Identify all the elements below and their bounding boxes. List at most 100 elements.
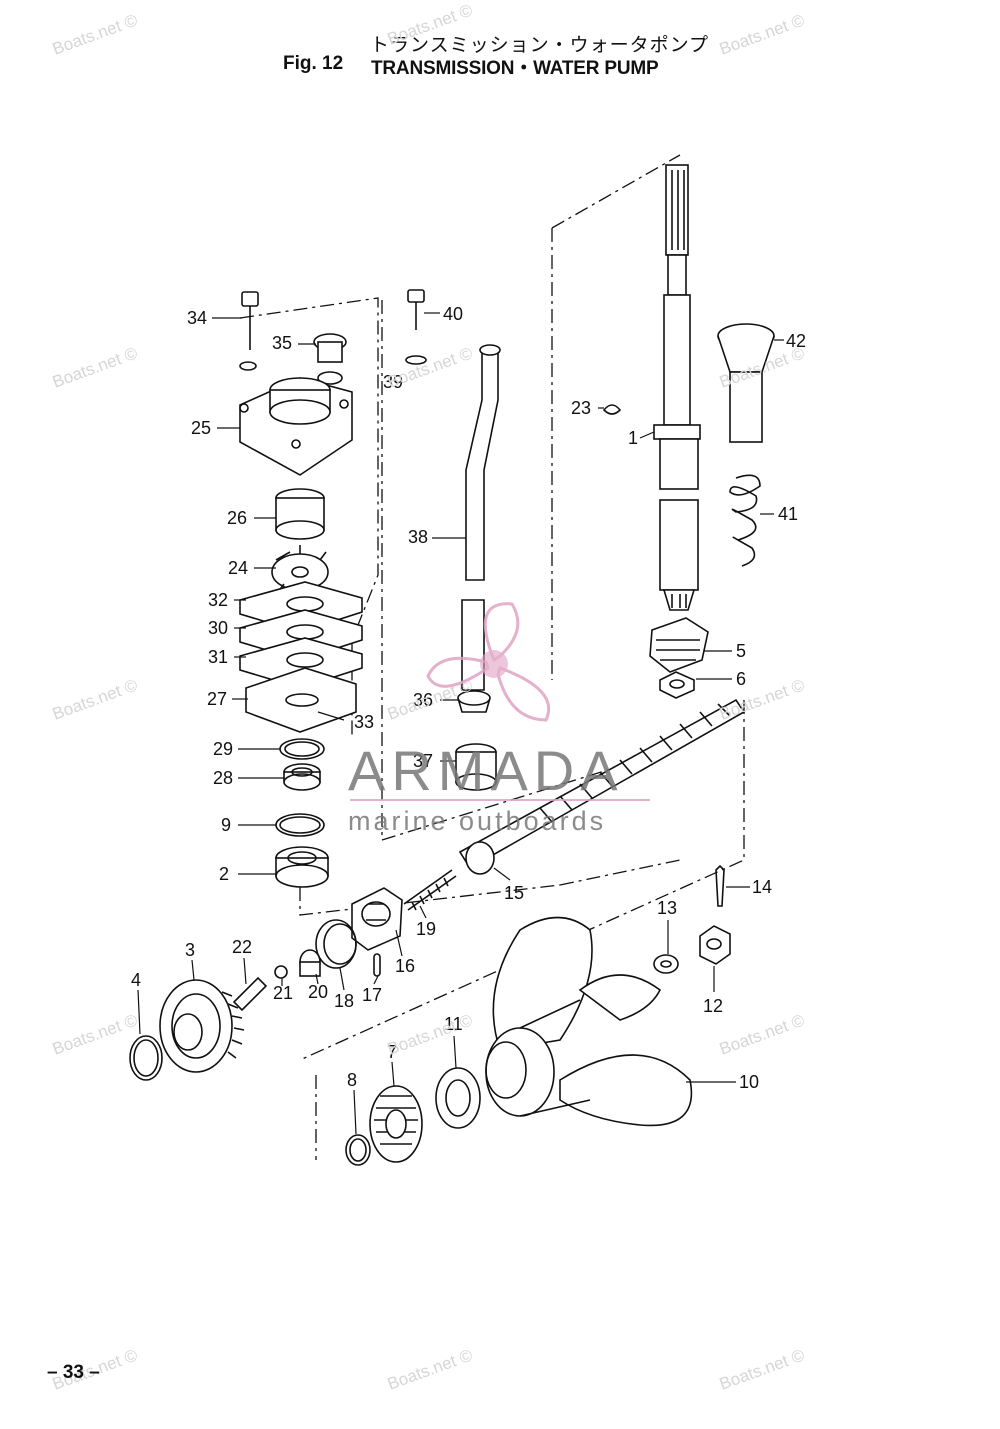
clutch-16 <box>351 887 403 951</box>
callout-41: 41 <box>778 504 798 524</box>
drive-shaft-1 <box>653 164 701 611</box>
seal-37 <box>455 743 497 791</box>
castle-nut-12 <box>699 925 731 965</box>
insert-26 <box>275 488 325 540</box>
watermark-text: Boats.net © <box>385 1345 476 1393</box>
brand-name: ARMADA <box>348 739 624 802</box>
callout-18: 18 <box>334 991 354 1011</box>
callout-24: 24 <box>228 558 248 578</box>
callout-33: 33 <box>354 712 374 732</box>
callout-7: 7 <box>387 1042 397 1062</box>
page-number: – 33 – <box>47 1362 100 1383</box>
figure-number: Fig. 12 <box>283 53 344 74</box>
watermark-text: Boats.net © <box>385 1010 476 1058</box>
callout-9: 9 <box>221 815 231 835</box>
pump-base-27 <box>245 667 357 733</box>
watermark-text: Boats.net © <box>717 675 808 723</box>
callout-12: 12 <box>703 996 723 1016</box>
callout-19: 19 <box>416 919 436 939</box>
callout-38: 38 <box>408 527 428 547</box>
watermark-text: Boats.net © <box>50 343 141 391</box>
callout-28: 28 <box>213 768 233 788</box>
callout-26: 26 <box>227 508 247 528</box>
callout-40: 40 <box>443 304 463 324</box>
woodruff-key-23 <box>602 404 622 415</box>
callout-11: 11 <box>444 1014 463 1034</box>
propeller-shaft-15 <box>458 698 746 875</box>
armada-logo-watermark: ARMADA marine outboards <box>348 602 650 836</box>
callout-14: 14 <box>752 877 772 897</box>
bushing-42 <box>717 323 775 443</box>
grommet-35 <box>313 333 347 385</box>
shim-4 <box>129 1035 163 1081</box>
bolt-34 <box>239 291 259 371</box>
ball-21 <box>274 965 288 979</box>
callout-25: 25 <box>191 418 211 438</box>
shift-rod-22 <box>232 976 268 1012</box>
callout-15: 15 <box>504 883 524 903</box>
oil-seal-28 <box>283 763 321 791</box>
callout-16: 16 <box>395 956 415 976</box>
callout-35: 35 <box>272 333 292 353</box>
callout-3: 3 <box>185 940 195 960</box>
callout-10: 10 <box>739 1072 759 1092</box>
pinion-gear-5 <box>649 617 709 673</box>
water-tube-38 <box>461 344 501 691</box>
callout-34: 34 <box>187 308 207 328</box>
callout-36: 36 <box>413 690 433 710</box>
callout-27: 27 <box>207 689 227 709</box>
callout-6: 6 <box>736 669 746 689</box>
callout-30: 30 <box>208 618 228 638</box>
brand-tagline: marine outboards <box>348 806 606 836</box>
grommet-36 <box>457 690 491 713</box>
bolt-40 <box>407 289 425 330</box>
reverse-gear-7 <box>369 1085 423 1163</box>
watermark-text: Boats.net © <box>385 343 476 391</box>
watermark-text: Boats.net © <box>717 1010 808 1058</box>
watermark-text: Boats.net © <box>50 675 141 723</box>
pin-17 <box>373 953 381 977</box>
pump-case-25 <box>239 377 353 476</box>
shim-8 <box>345 1134 371 1166</box>
callout-22: 22 <box>232 937 252 957</box>
forward-gear-3 <box>159 979 245 1073</box>
figure-title: TRANSMISSION・WATER PUMP <box>371 58 659 79</box>
callout-29: 29 <box>213 739 233 759</box>
thrust-holder-11 <box>435 1067 481 1129</box>
watermark-text: Boats.net © <box>50 1010 141 1058</box>
callout-17: 17 <box>362 985 382 1005</box>
watermark-text: Boats.net © <box>717 10 808 58</box>
callout-31: 31 <box>208 647 228 667</box>
callout-42: 42 <box>786 331 806 351</box>
o-ring-9 <box>275 813 325 837</box>
callout-21: 21 <box>273 983 293 1003</box>
callout-32: 32 <box>208 590 228 610</box>
washer-13 <box>653 954 679 974</box>
watermark-text: Boats.net © <box>717 1345 808 1393</box>
o-ring-29 <box>279 738 325 760</box>
callout-39: 39 <box>383 372 403 392</box>
plunger-20 <box>299 949 321 977</box>
spring-19 <box>403 869 457 911</box>
callout-8: 8 <box>347 1070 357 1090</box>
callout-1: 1 <box>628 428 638 448</box>
callout-2: 2 <box>219 864 229 884</box>
watermark-text: Boats.net © <box>50 10 141 58</box>
washer-39 <box>405 355 427 365</box>
callout-4: 4 <box>131 970 141 990</box>
callout-37: 37 <box>413 751 433 771</box>
callout-20: 20 <box>308 982 328 1002</box>
watermark-text: Boats.net © <box>385 0 476 48</box>
spring-41 <box>729 474 761 567</box>
callout-5: 5 <box>736 641 746 661</box>
propeller-logo-icon <box>426 602 551 722</box>
nut-6 <box>659 671 695 699</box>
callouts: 1 2 3 4 5 6 7 8 9 10 11 12 13 14 15 16 1… <box>131 304 806 1092</box>
callout-23: 23 <box>571 398 591 418</box>
figure-title-japanese: トランスミッション・ウォータポンプ <box>370 34 710 56</box>
callout-13: 13 <box>657 898 677 918</box>
spring-clip-18 <box>315 919 357 969</box>
oil-seal-housing-2 <box>275 846 329 888</box>
cotter-pin-14 <box>715 864 725 907</box>
